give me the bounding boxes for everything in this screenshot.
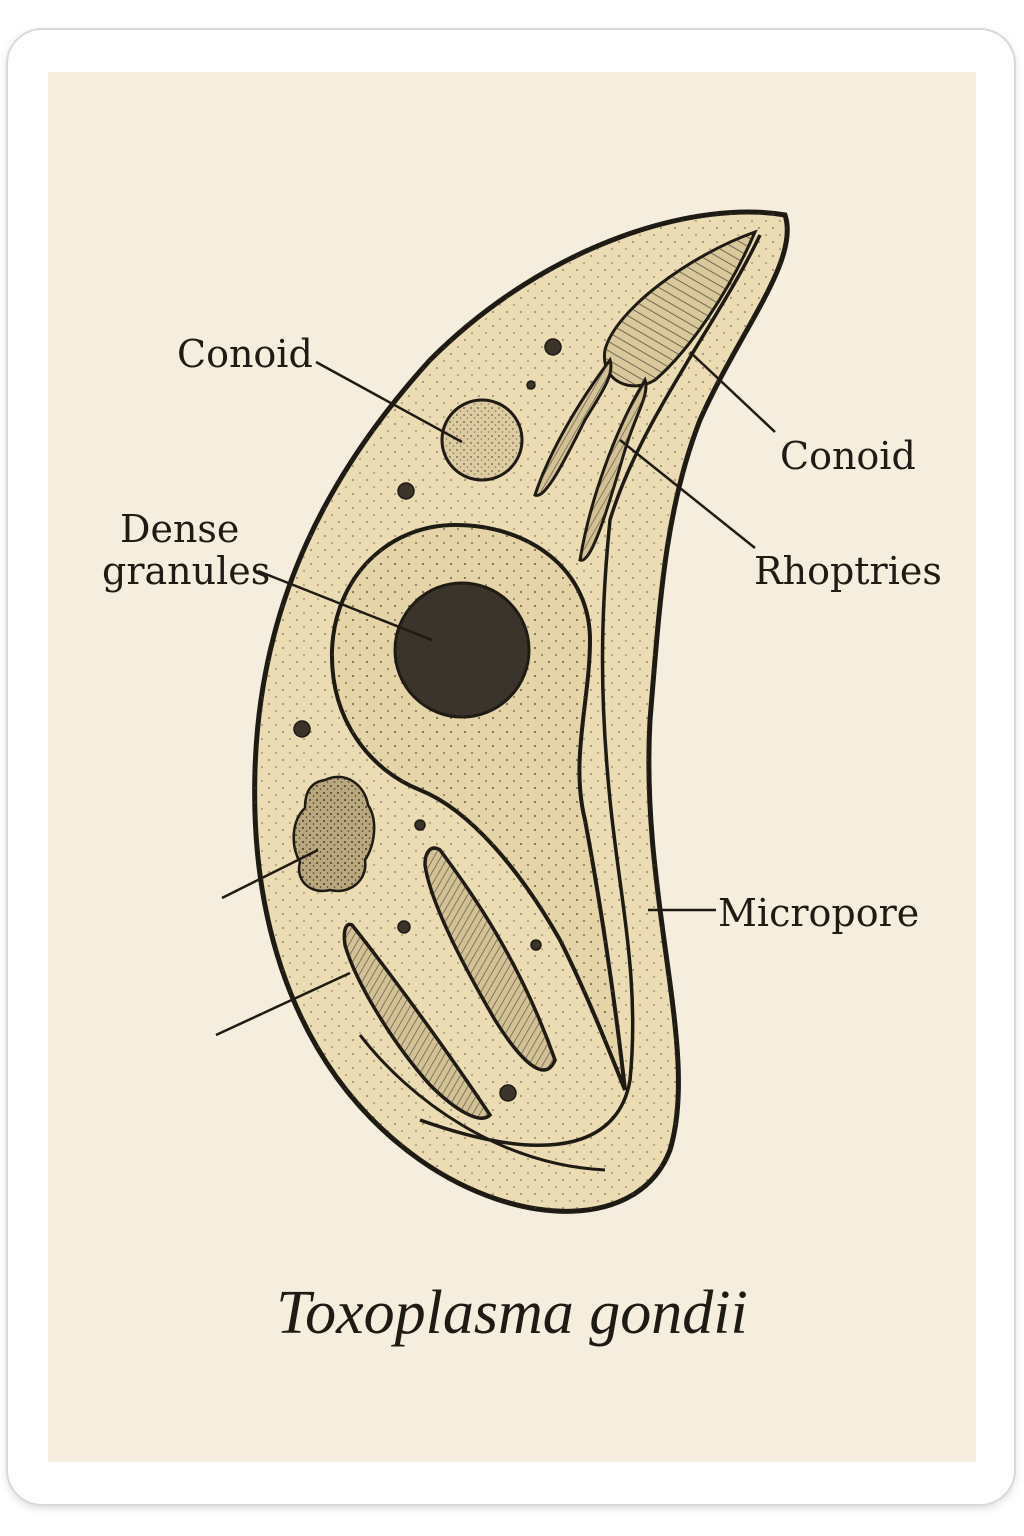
elongated-organelles — [342, 846, 606, 1172]
leader-lines — [215, 351, 776, 1037]
label-micropore: Micropore — [718, 891, 920, 935]
label-rhoptries: Rhoptries — [754, 549, 942, 593]
label-dense-line2: granules — [102, 549, 271, 593]
label-conoid-right: Conoid — [780, 434, 916, 478]
conoid-structure — [603, 229, 758, 388]
diagram-caption: Toxoplasma gondii — [276, 1279, 748, 1347]
rhoptries — [533, 356, 648, 562]
vesicles — [293, 338, 562, 1102]
label-conoid-left: Conoid — [177, 332, 313, 376]
inner-membrane — [419, 234, 762, 1147]
label-dense-line1: Dense — [120, 507, 240, 551]
